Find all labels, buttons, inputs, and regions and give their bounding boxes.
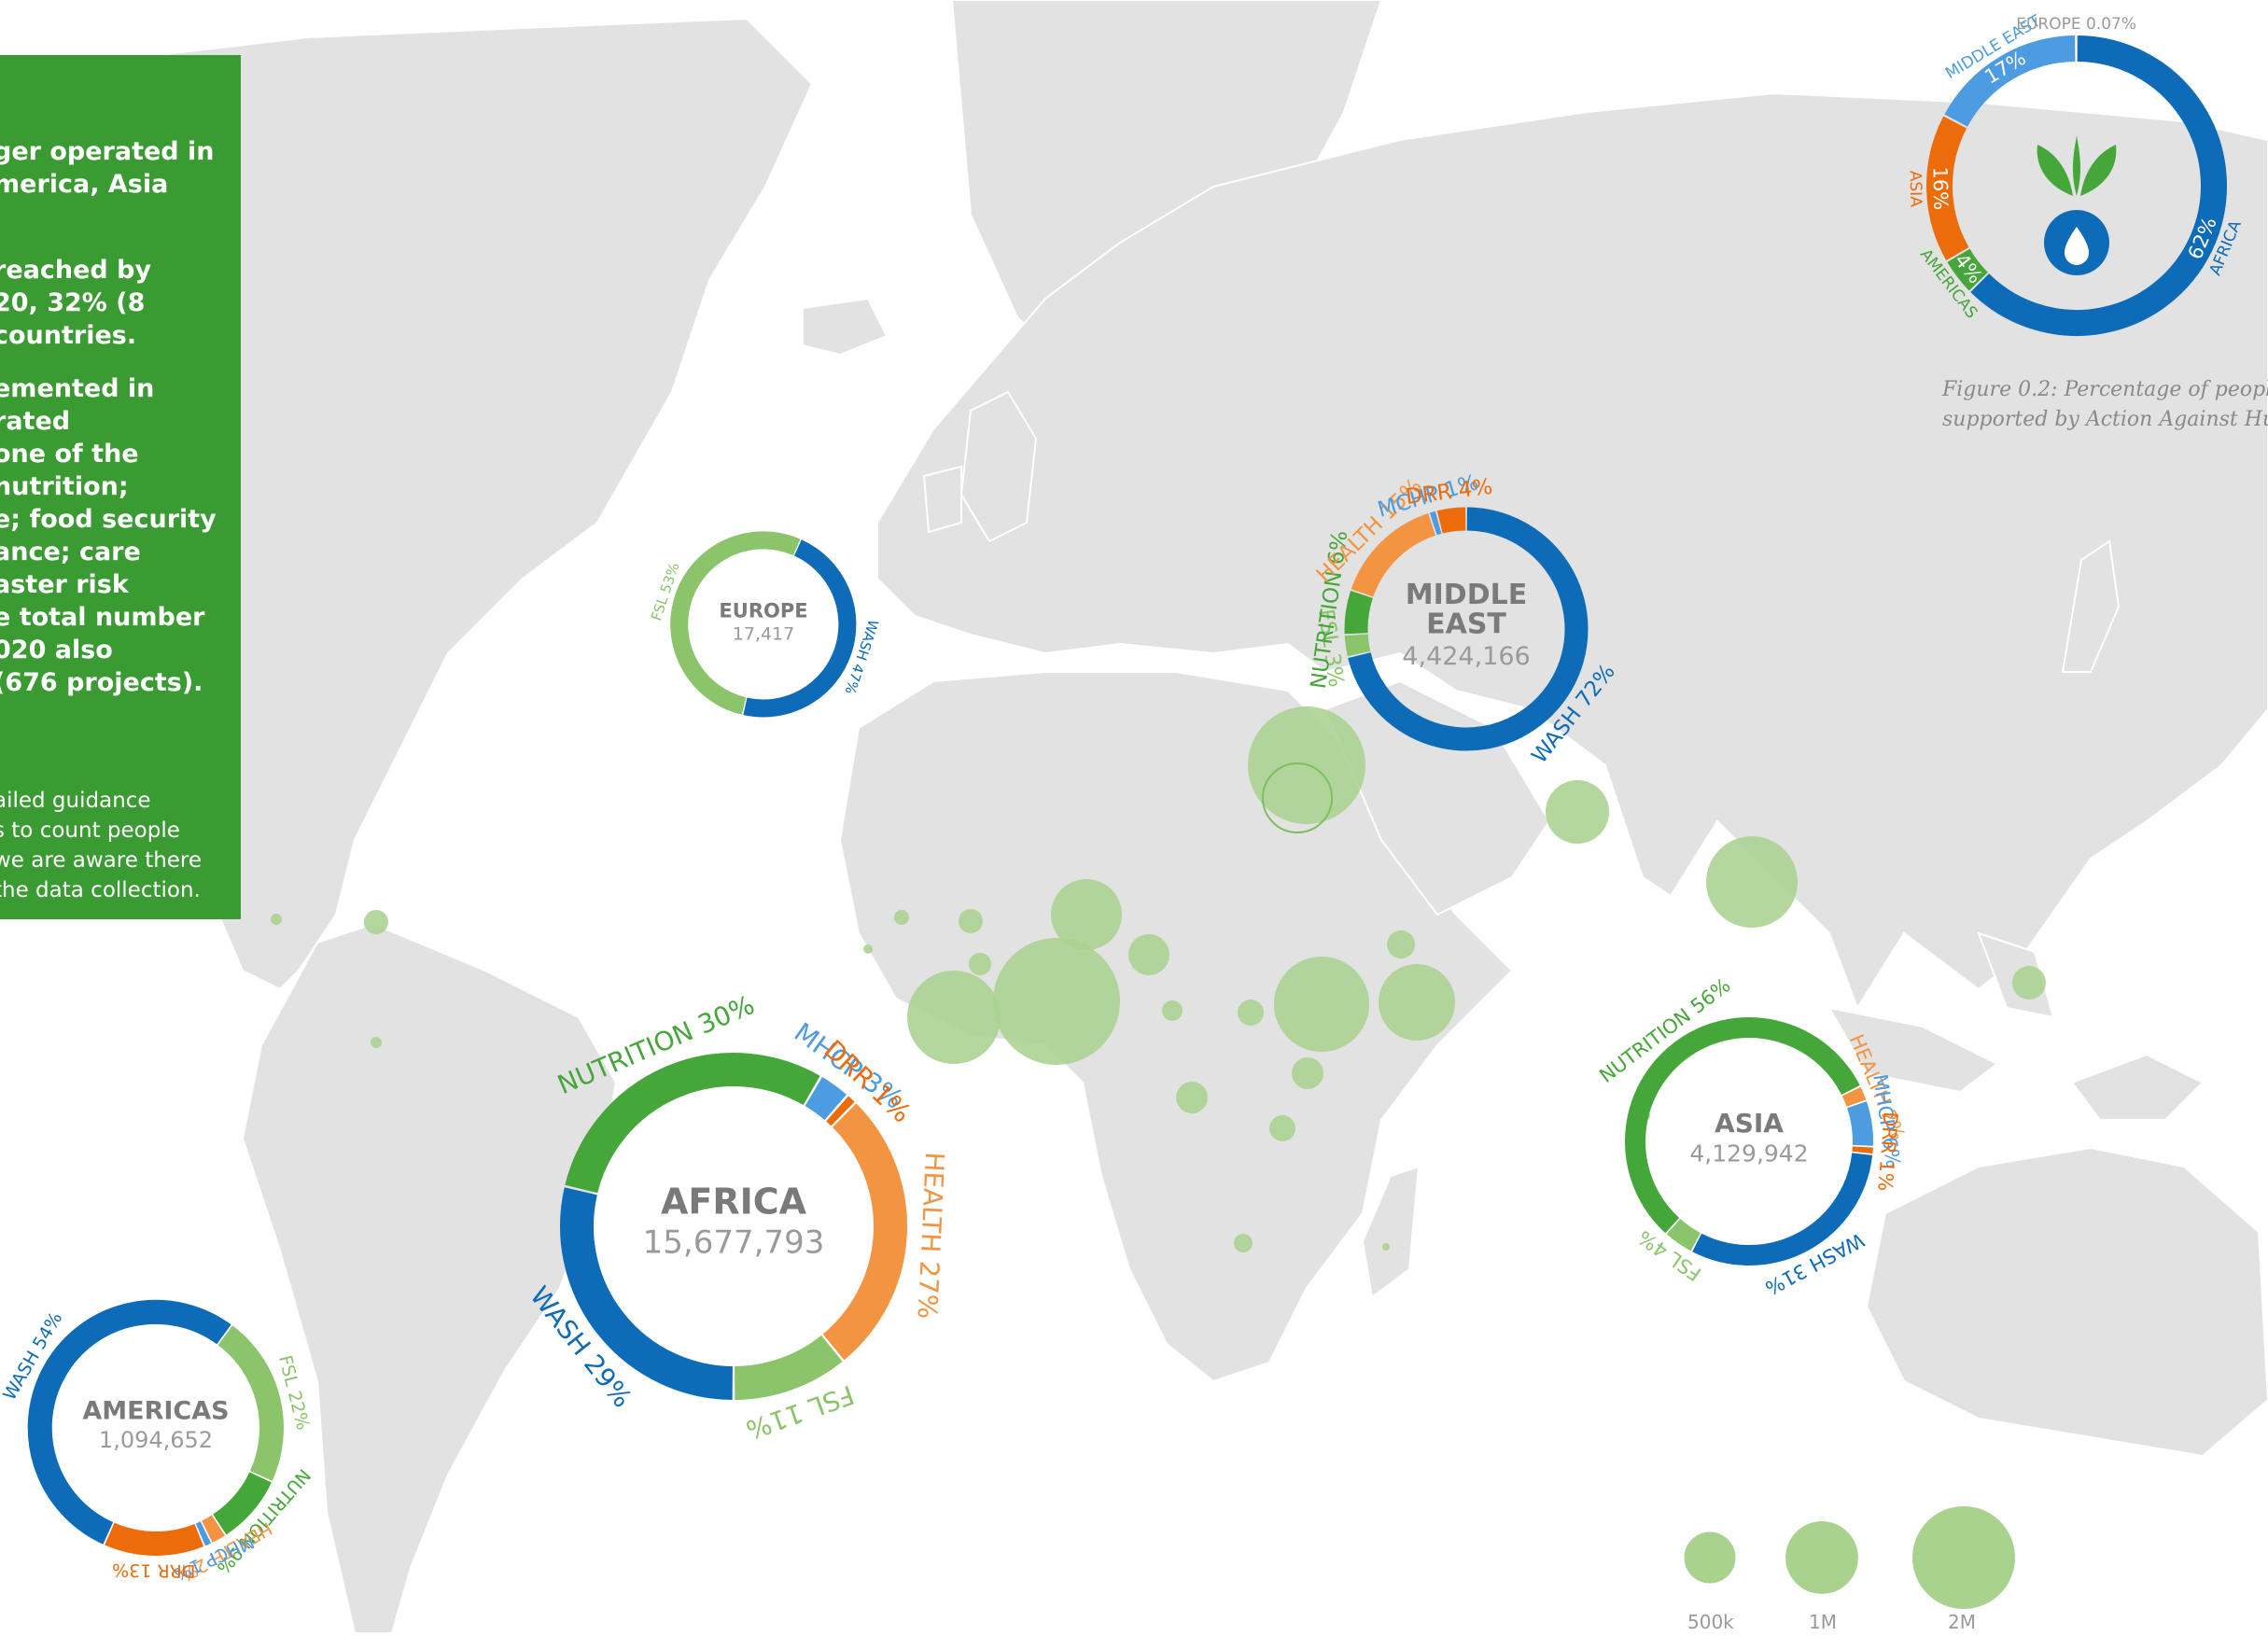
segment-label: HEALTH 27% <box>912 1152 950 1320</box>
region-name: EUROPE <box>719 600 807 622</box>
donut-segment <box>1666 1218 1701 1251</box>
donut-segment <box>1970 35 2227 336</box>
region-beneficiaries: 4,129,942 <box>1689 1140 1808 1168</box>
country-bubble <box>2012 966 2046 1000</box>
size-legend <box>1684 1506 2015 1609</box>
donut-segment <box>560 1187 734 1400</box>
donut-segment <box>1852 1146 1873 1154</box>
legend-label-500k: 500k <box>1687 1611 1734 1633</box>
segment-label: DRR 13% <box>112 1559 196 1581</box>
country-bubble <box>1706 836 1798 928</box>
region-beneficiaries: 17,417 <box>733 624 794 645</box>
donut-segment <box>1436 507 1466 534</box>
donut-segment <box>1351 513 1436 597</box>
donut-segment <box>743 539 857 718</box>
logo-icon <box>2037 135 2117 275</box>
region-beneficiaries: 15,677,793 <box>643 1224 825 1262</box>
africa-donut: WASH 29%NUTRITION 30%MHCP 3%DRR 1%HEALTH… <box>524 989 950 1446</box>
donut-segment <box>822 1103 907 1361</box>
donut-segment <box>27 1299 231 1545</box>
donut-segment <box>201 1515 225 1543</box>
size-legend-circle <box>1912 1506 2015 1609</box>
region-name: AFRICA <box>661 1182 807 1223</box>
country-bubble <box>1379 964 1455 1041</box>
donut-segment <box>217 1325 284 1481</box>
country-bubble <box>1162 1000 1183 1021</box>
donut-segment <box>1625 1017 1860 1234</box>
figure-caption: Figure 0.2: Percentage of people support… <box>1942 378 2268 431</box>
donut-segment <box>1944 35 2076 128</box>
intro-panel: ger operated in merica, Asia reached by … <box>0 55 241 919</box>
country-bubble <box>907 971 1001 1064</box>
donut-segment <box>565 1053 820 1194</box>
intro-paragraph-3: emented in rated one of the nutrition; e… <box>0 374 217 697</box>
country-bubble <box>863 944 873 954</box>
donut-segment <box>734 1335 843 1400</box>
country-bubble <box>894 910 909 925</box>
donut-segment <box>1841 1086 1867 1107</box>
country-bubble <box>1262 762 1333 833</box>
country-bubble <box>993 938 1120 1065</box>
country-bubble <box>1382 1243 1390 1251</box>
country-bubble <box>371 1037 382 1048</box>
country-bubble <box>1387 930 1415 958</box>
country-bubble <box>959 909 983 933</box>
donut-segment <box>1846 1101 1873 1146</box>
country-bubble <box>271 914 282 925</box>
country-bubble <box>364 910 388 934</box>
region-beneficiaries: 4,424,166 <box>1402 642 1530 671</box>
country-bubble <box>1238 1000 1264 1026</box>
donut-segment <box>826 1096 855 1126</box>
region-name: AMERICAS <box>82 1397 229 1426</box>
country-bubble <box>1051 879 1122 950</box>
country-bubble <box>1269 1115 1295 1141</box>
legend-label-1m: 1M <box>1809 1611 1837 1633</box>
donut-segment <box>1348 507 1589 751</box>
segment-value-label: 16% <box>1929 166 1953 210</box>
country-bubbles <box>271 706 2046 1252</box>
size-legend-circle <box>1785 1521 1858 1594</box>
segment-label: ASIA <box>1906 171 1925 208</box>
legend-label-2m: 2M <box>1948 1611 1976 1633</box>
region-beneficiaries: 1,094,652 <box>99 1427 213 1453</box>
donut-segment <box>1429 510 1442 536</box>
intro-note: ailed guidance s to count people we are … <box>0 789 203 902</box>
country-bubble <box>1128 934 1169 975</box>
middle-east-donut: WASH 72%FSL 3%NUTRITION 6%HEALTH 15%MCHP… <box>1307 470 1620 768</box>
region-name: ASIA <box>1715 1108 1784 1139</box>
donut-segment <box>105 1522 204 1556</box>
region-name: EAST <box>1426 608 1506 641</box>
country-bubble <box>1546 780 1609 844</box>
region-name: MIDDLE <box>1406 579 1527 611</box>
country-bubble <box>969 953 991 975</box>
country-bubble <box>1274 957 1369 1052</box>
segment-label: EUROPE 0.07% <box>2016 15 2136 34</box>
intro-paragraph-1: ger operated in merica, Asia <box>0 137 215 199</box>
country-bubble <box>1234 1234 1253 1252</box>
donut-segment <box>195 1521 212 1546</box>
donut-segment <box>1947 248 1989 291</box>
donut-segment <box>805 1077 847 1121</box>
donut-segment <box>1926 116 1969 260</box>
size-legend-circle <box>1684 1531 1736 1584</box>
country-bubble <box>1292 1057 1323 1089</box>
donut-segment <box>1344 634 1371 657</box>
country-bubble <box>1176 1082 1208 1113</box>
donut-segment <box>212 1472 272 1535</box>
donut-segment <box>1344 590 1373 635</box>
americas-donut: WASH 54%FSL 22%NUTRITION 9%HEALTH 2%MHCP… <box>0 1299 315 1586</box>
donut-segment <box>670 531 801 715</box>
donut-segment <box>1692 1153 1873 1265</box>
intro-paragraph-2: reached by 20, 32% (8 countries. <box>0 256 152 350</box>
